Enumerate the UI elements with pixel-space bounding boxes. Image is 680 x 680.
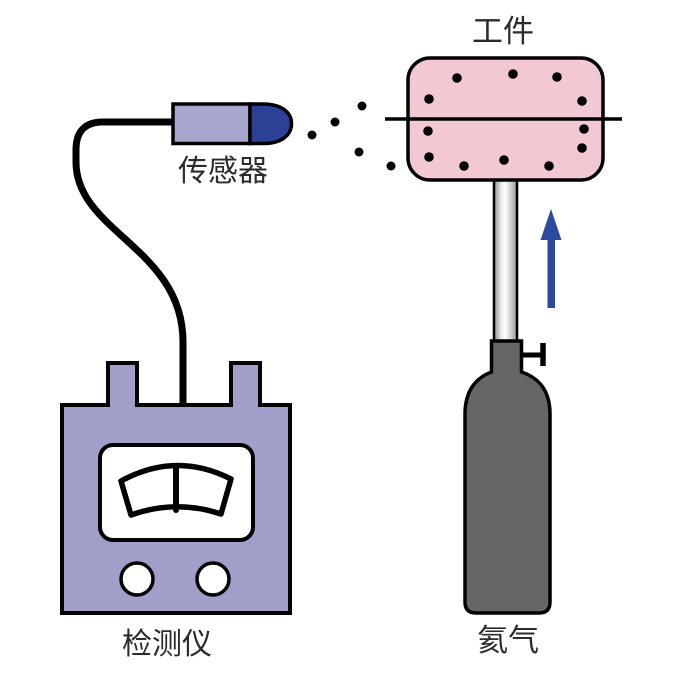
gas-molecule-dot [577, 143, 587, 153]
gas-molecule-dot [424, 94, 434, 104]
gas-molecule-dot [357, 101, 367, 111]
workpiece-label: 工件 [472, 14, 534, 49]
gas-molecule-dot [386, 161, 396, 171]
cylinder-valve [520, 343, 546, 366]
sensor-body [171, 102, 252, 146]
helium-label: 氦气 [477, 623, 539, 658]
gas-molecule-dot [459, 161, 469, 171]
sensor-group [72, 102, 294, 408]
gas-molecule-dot [544, 161, 554, 171]
gas-molecule-dot [330, 117, 340, 127]
gas-pipe [492, 174, 519, 346]
gas-molecule-dot [577, 96, 587, 106]
gas-molecule-dot [452, 73, 462, 83]
sensor-cable [72, 118, 187, 408]
knob-right[interactable] [195, 561, 231, 597]
detector-group [60, 361, 292, 615]
sensor-tip [248, 102, 294, 146]
knob-left[interactable] [119, 561, 155, 597]
sensor-label: 传感器 [178, 155, 268, 188]
gas-stream-dots [307, 101, 396, 171]
workpiece-group [385, 56, 622, 182]
gas-cylinder-body [463, 339, 552, 615]
gas-molecule-dot [354, 147, 364, 157]
gas-flow-up-arrow-icon [540, 209, 562, 308]
gas-molecule-dot [499, 155, 509, 165]
gas-molecule-dot [423, 126, 433, 136]
gas-molecule-dot [508, 69, 518, 79]
gas-molecule-dot [579, 124, 589, 134]
gas-molecule-dot [424, 152, 434, 162]
workpiece-leak-dots [423, 69, 589, 171]
gas-molecule-dot [552, 72, 562, 82]
gas-cylinder-group [463, 174, 552, 615]
gas-molecule-dot [307, 130, 317, 140]
detector-label: 检测仪 [122, 628, 212, 661]
